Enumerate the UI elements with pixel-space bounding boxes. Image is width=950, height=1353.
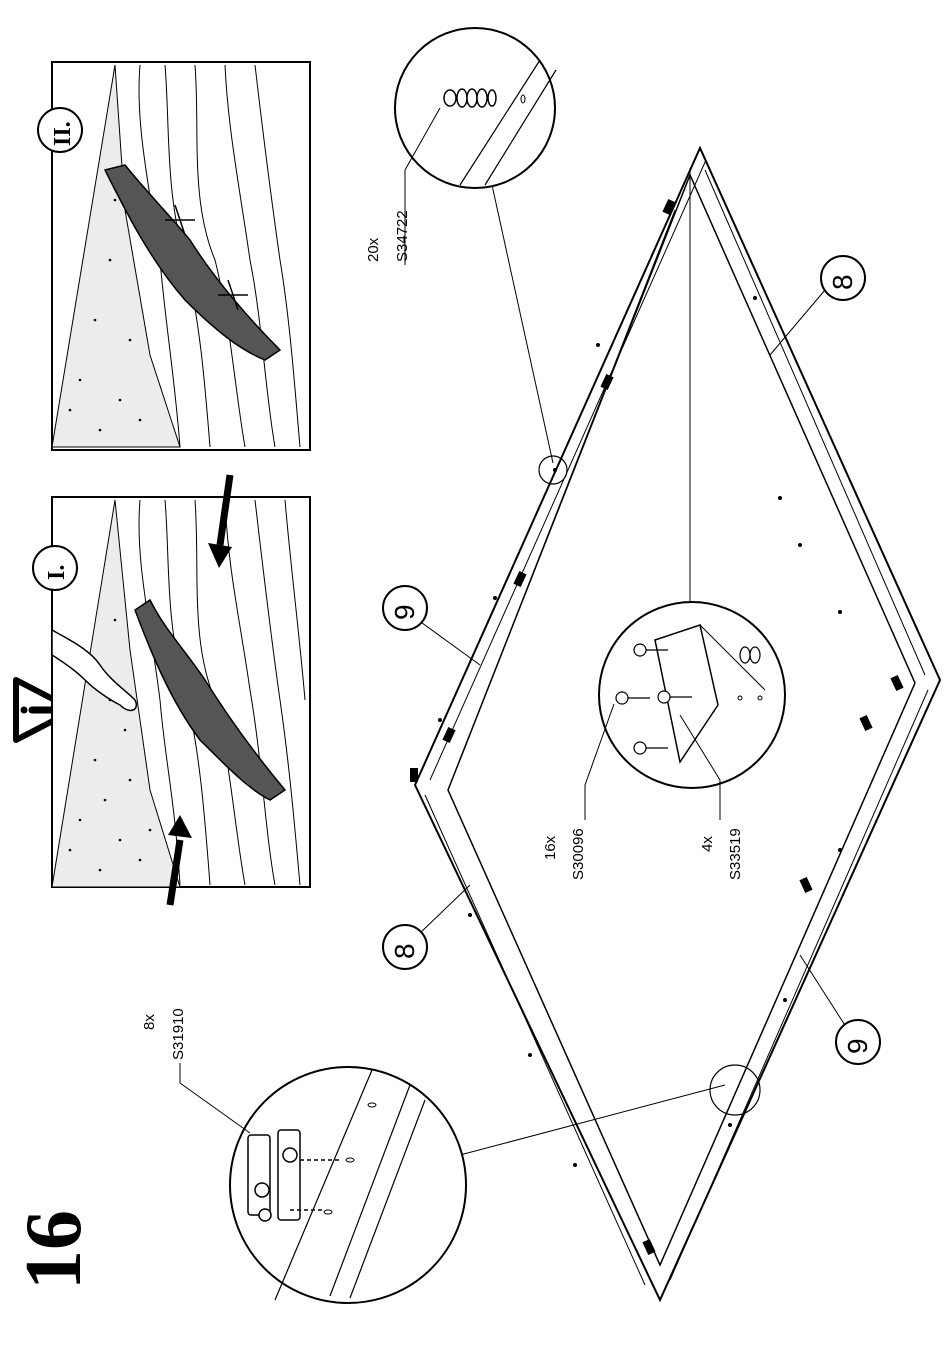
svg-text:8: 8	[389, 943, 420, 959]
qty-s31910: 8x	[141, 1014, 158, 1030]
code-s31910: S31910	[170, 1008, 187, 1060]
svg-text:9: 9	[389, 604, 420, 620]
svg-text:4x: 4x	[699, 836, 716, 852]
svg-text:S34722: S34722	[394, 210, 411, 262]
svg-text:I.: I.	[44, 565, 70, 580]
svg-text:II.: II.	[50, 121, 76, 146]
code-s34722: S34722	[394, 210, 411, 262]
panel-1-label: I.	[33, 546, 77, 590]
code-s30096: S30096	[570, 828, 587, 880]
svg-text:S31910: S31910	[170, 1008, 187, 1060]
code-s33519: S33519	[727, 828, 744, 880]
part-label-8-bottom: 8	[383, 885, 470, 969]
svg-text:16x: 16x	[542, 835, 559, 860]
qty-s33519: 4x	[699, 836, 716, 852]
panel-2-label: II.	[38, 108, 82, 152]
svg-text:8x: 8x	[141, 1014, 158, 1030]
detail-callout-corner-block	[585, 168, 785, 820]
svg-text:S30096: S30096	[570, 828, 587, 880]
svg-text:20x: 20x	[365, 237, 382, 262]
warning-panel-2: II.	[38, 62, 310, 450]
detail-callout-screw-top	[395, 28, 567, 484]
part-label-8-top: 8	[770, 256, 865, 355]
svg-text:9: 9	[842, 1038, 873, 1054]
qty-s30096: 16x	[542, 835, 559, 860]
part-label-9-top: 9	[383, 586, 480, 665]
svg-text:8: 8	[827, 274, 858, 290]
warning-panel-1: I.	[33, 475, 310, 905]
qty-s34722: 20x	[365, 237, 382, 262]
svg-text:S33519: S33519	[727, 828, 744, 880]
part-label-9-bottom: 9	[800, 955, 880, 1064]
step-number: 16	[10, 1210, 98, 1290]
detail-callout-connector	[180, 1063, 760, 1303]
